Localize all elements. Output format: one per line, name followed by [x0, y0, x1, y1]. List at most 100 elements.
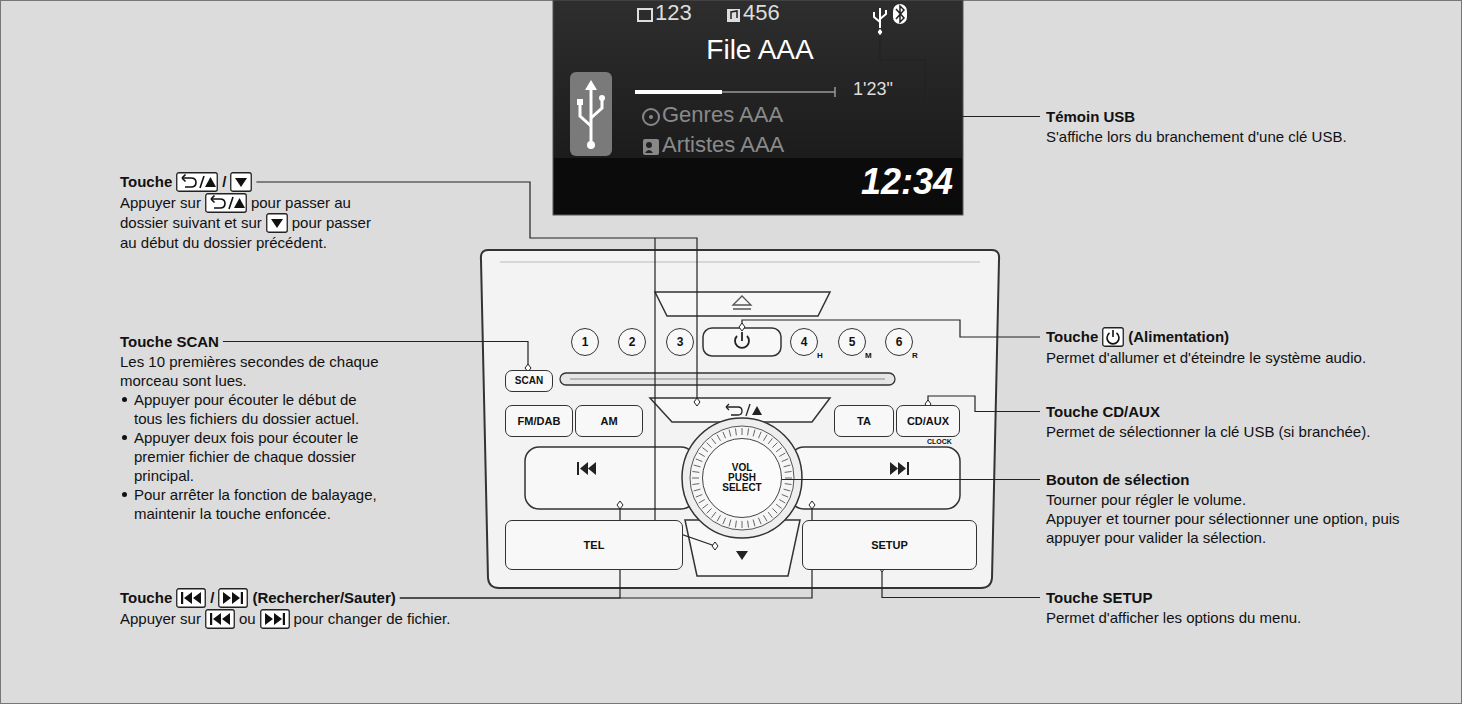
heading-text: Touche — [120, 173, 172, 190]
callout-heading: Touche SCAN — [120, 332, 382, 351]
callout-body: Appuyer surpour passer au dossier suivan… — [120, 193, 375, 252]
knurl-tick — [735, 428, 737, 435]
panel-marking: M — [865, 352, 872, 360]
knurl-tick — [707, 443, 712, 448]
knurl-tick — [735, 521, 737, 528]
knurl-tick — [696, 494, 702, 497]
knurl-tick — [784, 465, 791, 467]
button-label: TA — [857, 416, 871, 427]
heading-text: Témoin USB — [1046, 108, 1135, 125]
display-screen: 123456File AAA1'23"Genres AAAArtistes AA… — [553, 0, 963, 215]
callout-heading: Touche CD/AUX — [1046, 402, 1451, 421]
description-text: Appuyer et tourner pour sélectionner une… — [1046, 510, 1400, 546]
faceplate — [481, 250, 999, 588]
preset-button: 1 — [571, 328, 599, 356]
description-text: Tourner pour régler le volume. — [1046, 491, 1246, 508]
callout: Touche CD/AUX Permet de sélectionner la c… — [1046, 402, 1451, 441]
knurl-tick — [753, 520, 755, 527]
description-text: Pour arrêter la fonction de balayage, ma… — [134, 486, 377, 522]
knurl-tick — [747, 521, 749, 528]
down-key-icon — [230, 172, 252, 192]
knurl-tick — [694, 489, 701, 491]
callout-body: Permet de sélectionner la clé USB (si br… — [1046, 422, 1451, 441]
callout: Touche/(Rechercher/Sauter)Appuyer suroup… — [120, 588, 540, 629]
knurl-tick — [712, 512, 716, 518]
band-button: AM — [575, 405, 643, 437]
knurl-tick — [699, 453, 705, 457]
callout: Touche/Appuyer surpour passer au dossier… — [120, 172, 375, 252]
description-text: Appuyer sur — [120, 610, 201, 627]
description-text: S'affiche lors du branchement d'une clé … — [1046, 128, 1347, 145]
source-button: CD/AUX — [896, 405, 960, 437]
knurl-tick — [699, 500, 705, 504]
knurl-tick — [712, 438, 716, 444]
leader-tip — [694, 398, 700, 406]
description-text: Les 10 premières secondes de chaque morc… — [120, 353, 379, 389]
callout-heading: Touche(Alimentation) — [1046, 327, 1451, 347]
heading-text: Touche SETUP — [1046, 589, 1152, 606]
knurl-tick — [782, 459, 788, 462]
panel-marking: H — [817, 352, 823, 360]
preset-button: 5 — [838, 328, 866, 356]
button-label: 4 — [801, 336, 808, 348]
knurl-tick — [772, 508, 777, 513]
leader-line — [655, 238, 715, 546]
callout-body: Appuyer pour écouter le début de tous le… — [120, 390, 382, 428]
callout: Témoin USB S'affiche lors du branchement … — [1046, 107, 1451, 146]
knurl-tick — [764, 515, 768, 521]
ta-button: TA — [834, 405, 894, 437]
knurl-tick — [694, 465, 701, 467]
description-text: Permet de sélectionner la clé USB (si br… — [1046, 423, 1370, 440]
button-label: VOL PUSH SELECT — [721, 463, 763, 493]
scan-button: SCAN — [505, 370, 553, 392]
callout-body: Appuyer sur ou pour changer de fichier. — [120, 609, 540, 629]
callout: Touche SCAN Les 10 premières secondes de … — [120, 332, 382, 523]
heading-text: Touche SCAN — [120, 333, 219, 350]
heading-text: (Alimentation) — [1128, 328, 1229, 345]
setup-button: SETUP — [802, 520, 977, 570]
heading-text: Bouton de sélection — [1046, 471, 1189, 488]
knurl-tick — [779, 500, 785, 504]
callout-heading: Témoin USB — [1046, 107, 1451, 126]
knurl-tick — [785, 478, 792, 479]
callout-heading: Touche/ — [120, 172, 375, 192]
backup-key-icon — [205, 193, 247, 213]
callout-heading: Touche SETUP — [1046, 588, 1451, 607]
knurl-tick — [692, 471, 699, 473]
callout-body: S'affiche lors du branchement d'une clé … — [1046, 127, 1451, 146]
power-key-icon — [1102, 327, 1124, 347]
knurl-tick — [776, 504, 782, 508]
knurl-tick — [785, 471, 792, 473]
callout: Touche SETUPPermet d'afficher les option… — [1046, 588, 1451, 627]
knurl-tick — [758, 432, 761, 438]
knurl-tick — [784, 489, 791, 491]
knurl-tick — [782, 494, 788, 497]
knurl-tick — [692, 483, 699, 485]
knurl-tick — [729, 430, 731, 437]
screen-text: 123 — [655, 2, 692, 24]
knurl-tick — [717, 435, 721, 441]
description-text: pour changer de fichier. — [294, 610, 451, 627]
description-text: Permet d'allumer et d'éteindre le systèm… — [1046, 349, 1366, 366]
knurl-tick — [702, 448, 708, 452]
knurl-tick — [692, 478, 699, 479]
tel-button: TEL — [505, 520, 683, 570]
knurl-tick — [753, 430, 755, 437]
callout-body: Permet d'allumer et d'éteindre le systèm… — [1046, 348, 1451, 367]
selector-knob: VOL PUSH SELECT — [702, 438, 782, 518]
knurl-tick — [776, 448, 782, 452]
description-text: ou — [239, 610, 256, 627]
button-label: 1 — [582, 336, 589, 348]
leader-tip — [739, 323, 745, 331]
bullet — [122, 397, 127, 402]
screen-text: 12:34 — [861, 164, 953, 200]
button-label: TEL — [584, 540, 605, 551]
knurl-tick — [729, 520, 731, 527]
prev-key-icon — [176, 588, 206, 608]
preset-button: 6 — [885, 328, 913, 356]
screen-text: 1'23" — [853, 80, 893, 98]
preset-button: 4 — [790, 328, 818, 356]
knurl-tick — [772, 443, 777, 448]
leader-line — [882, 568, 1040, 598]
